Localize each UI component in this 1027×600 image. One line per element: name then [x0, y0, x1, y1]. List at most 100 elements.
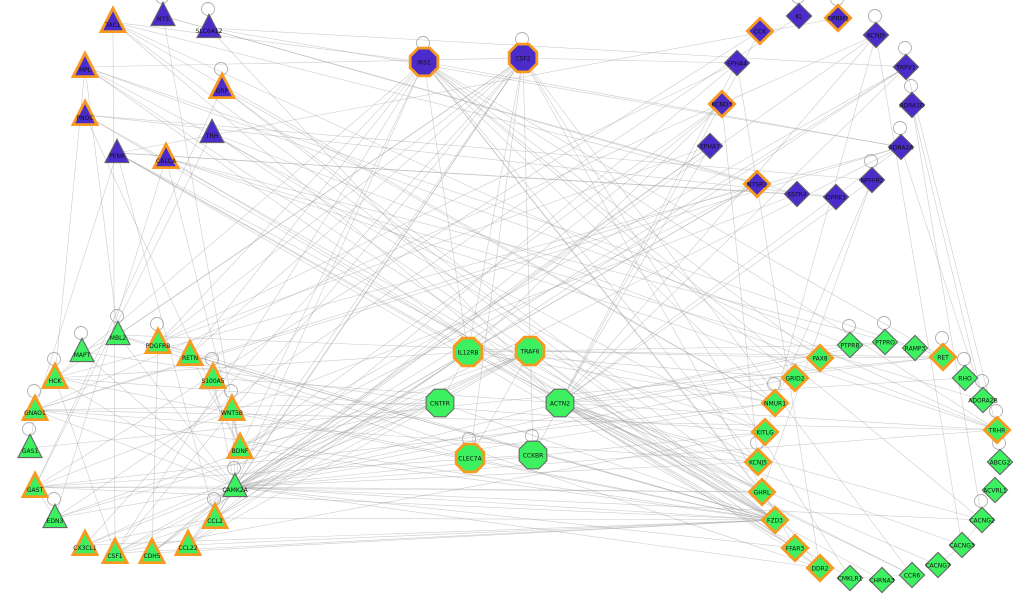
node-OPRM1[interactable]: OPRM1 [823, 3, 853, 33]
edge-NPFFR2-NMUR1 [774, 179, 873, 404]
node-KCNJ9[interactable]: KCNJ9 [862, 21, 890, 49]
node-MBL2[interactable]: MBL2 [105, 319, 131, 346]
node-OPRK1[interactable]: OPRK1 [822, 183, 850, 211]
node-CALCA[interactable]: CALCA [151, 141, 181, 170]
node-GHRL[interactable]: GHRL [747, 477, 777, 507]
node-CCL2[interactable]: CCL2 [200, 501, 230, 530]
node-TRHR[interactable]: TRHR [982, 415, 1012, 445]
node-PTPRB[interactable]: PTPRB [836, 331, 864, 359]
node-TAC1[interactable]: TAC1 [98, 5, 128, 34]
self-loop-ADRA2A [893, 121, 907, 135]
edge-PENK-OPRM1 [116, 17, 839, 154]
node-CMKLR1[interactable]: CMKLR1 [836, 564, 864, 592]
edge-ACTN2-NPFFR2 [559, 179, 873, 404]
node-CCKBR[interactable]: CCKBR [518, 440, 548, 470]
node-CACNG3[interactable]: CACNG3 [948, 531, 976, 559]
node-SSTR4[interactable]: SSTR4 [783, 180, 811, 208]
node-TRAF6[interactable]: TRAF6 [514, 335, 546, 367]
edge-TRAF6-CCL22 [187, 350, 531, 546]
node-KCNJ5[interactable]: KCNJ5 [743, 447, 773, 477]
diamond-shape [868, 566, 896, 594]
node-PNOC[interactable]: PNOC [70, 98, 100, 127]
node-PENK[interactable]: PENK [104, 137, 130, 164]
node-CLEC7A[interactable]: CLEC7A [454, 442, 486, 474]
node-MAPT[interactable]: MAPT [69, 336, 95, 363]
node-ACTN2[interactable]: ACTN2 [545, 388, 575, 418]
edge-CCL2-CX3CL1 [84, 517, 216, 546]
diamond-shape [743, 447, 773, 477]
node-CX3CL1[interactable]: CX3CL1 [70, 528, 100, 557]
edge-ADRA1D-ADORA2B [911, 104, 984, 401]
node-CCK[interactable]: CCK [745, 16, 775, 46]
edge-CAMK2A-ACTN2 [234, 402, 561, 488]
diamond-shape [760, 388, 790, 418]
node-MPL[interactable]: MPL [70, 50, 100, 79]
diamond-shape [924, 551, 952, 579]
edge-layer [29, 15, 998, 581]
node-GNAO1[interactable]: GNAO1 [20, 393, 50, 422]
edge-FZD3-CCL2 [214, 517, 776, 521]
node-EPHA7[interactable]: EPHA7 [696, 132, 724, 160]
triangle-shape [105, 319, 131, 346]
edge-FZD3-BDNF [239, 447, 776, 521]
node-NPFFR2[interactable]: NPFFR2 [858, 166, 886, 194]
diamond-shape [836, 564, 864, 592]
node-ADORA2B[interactable]: ADORA2B [968, 386, 998, 414]
node-RHO[interactable]: RHO [951, 364, 979, 392]
node-ADRA2A[interactable]: ADRA2A [887, 133, 915, 161]
node-PTPRO[interactable]: PTPRO [871, 328, 899, 356]
node-DDR2[interactable]: DDR2 [805, 553, 835, 583]
triangle-shape [104, 137, 130, 164]
edge-IRS1-CACNG2 [423, 61, 983, 521]
node-ADRA1D[interactable]: ADRA1D [898, 91, 926, 119]
node-EPHA4[interactable]: EPHA4 [723, 49, 751, 77]
node-IL12RB[interactable]: IL12RB [452, 336, 484, 368]
edge-FZD3-CCL22 [187, 519, 776, 546]
edge-FZD3-PDGFRB [157, 342, 776, 521]
node-GRID2[interactable]: GRID2 [780, 363, 810, 393]
triangle-shape [217, 393, 247, 422]
diamond-shape [982, 415, 1012, 445]
node-PDGFRB[interactable]: PDGFRB [143, 326, 173, 355]
node-CCR6[interactable]: CCR6 [898, 561, 926, 589]
node-CACNG2[interactable]: CACNG2 [968, 506, 996, 534]
triangle-shape [199, 117, 225, 144]
node-GAS1[interactable]: GAS1 [17, 432, 43, 459]
edge-DDR2-PDGFRB [157, 342, 821, 569]
edge-CAMK2A-KCNJ5 [234, 461, 759, 488]
triangle-shape [173, 528, 203, 557]
diamond-shape [887, 133, 915, 161]
edge-PENK-OPRK1 [116, 152, 837, 198]
edge-S100A5-CAMK2A [212, 377, 236, 488]
diamond-shape [858, 166, 886, 194]
edge-TRAF6-CSF1 [114, 350, 531, 554]
edge-TRHR-GNAO1 [34, 409, 998, 431]
node-EDN3[interactable]: EDN3 [42, 502, 68, 529]
edge-FZD3-TAC1 [112, 21, 776, 521]
node-GRP[interactable]: GRP [207, 71, 237, 100]
edge-CSF1-HCK [54, 377, 116, 554]
node-IRS1[interactable]: IRS1 [408, 46, 440, 78]
edge-KCNJ5-GNAO1 [34, 409, 759, 463]
node-CHRNA3[interactable]: CHRNA3 [868, 566, 896, 594]
self-loop-PTPRB [842, 319, 856, 333]
edge-CAMK2A-NMUR1 [234, 402, 776, 488]
node-CACNG7[interactable]: CACNG7 [924, 551, 952, 579]
node-NTS[interactable]: NTS [150, 0, 176, 27]
diamond-shape [805, 343, 835, 373]
node-ABCG2[interactable]: ABCG2 [986, 448, 1014, 476]
node-GAST[interactable]: GAST [20, 470, 50, 499]
self-loop-MAPT [74, 326, 88, 340]
node-KL[interactable]: KL [785, 2, 813, 30]
edge-CAMK2A-TRPV1 [234, 66, 907, 488]
diamond-shape [780, 533, 810, 563]
node-ACVRL1[interactable]: ACVRL1 [981, 476, 1009, 504]
edge-CAMK2A-ADRA2A [234, 146, 902, 488]
node-CNTFR[interactable]: CNTFR [425, 388, 455, 418]
edge-ACTN2-FFAR3 [559, 402, 796, 549]
edge-ACTN2-GHRL [559, 402, 763, 493]
node-CSF2[interactable]: CSF2 [507, 42, 539, 74]
node-RET[interactable]: RET [928, 342, 958, 372]
node-SLC6A12[interactable]: SLC6A12 [196, 12, 223, 39]
